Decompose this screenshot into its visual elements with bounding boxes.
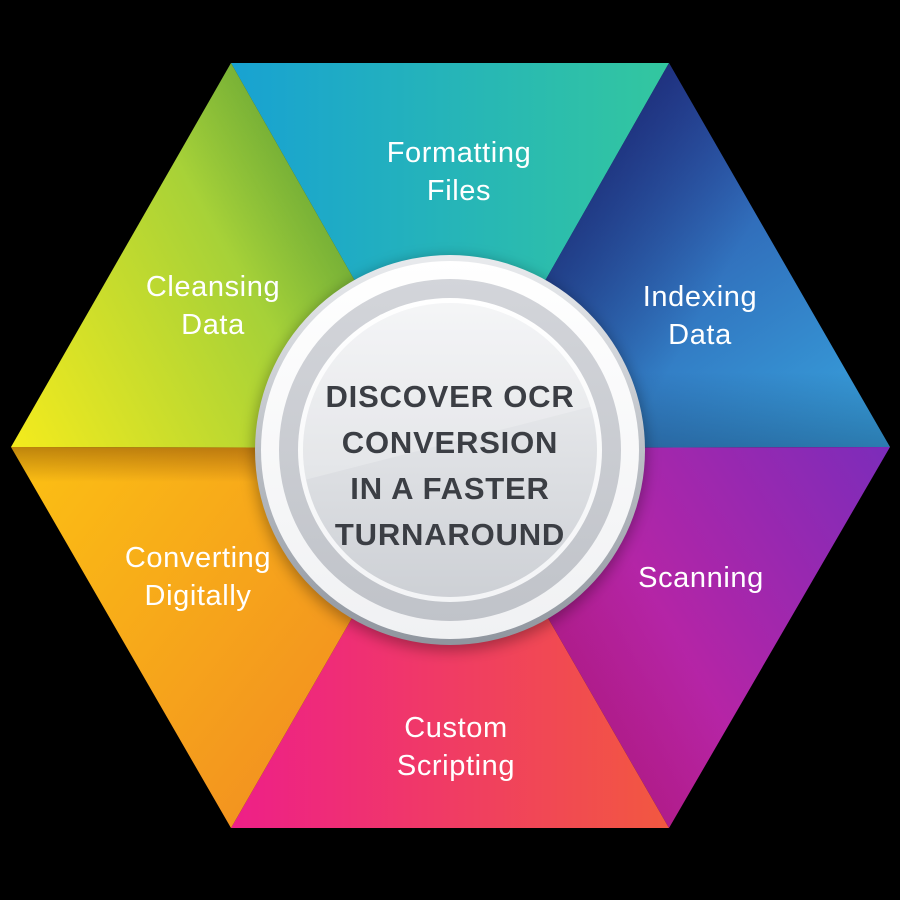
badge-disc-sheen <box>303 303 597 485</box>
segment-label-indexing-data: Indexing Data <box>642 281 758 351</box>
center-badge-text: DISCOVER OCR CONVERSION IN A FASTER TURN… <box>325 379 575 552</box>
center-badge <box>253 255 647 651</box>
segment-label-formatting-files: Formatting Files <box>386 137 532 207</box>
segment-label-cleansing-data: Cleansing Data <box>145 271 281 341</box>
segment-label-scanning: Scanning <box>638 562 764 594</box>
badge-disc <box>303 303 597 597</box>
segment-label-custom-scripting: Custom Scripting <box>396 712 516 782</box>
segment-label-converting-digitally: Converting Digitally <box>124 542 272 612</box>
